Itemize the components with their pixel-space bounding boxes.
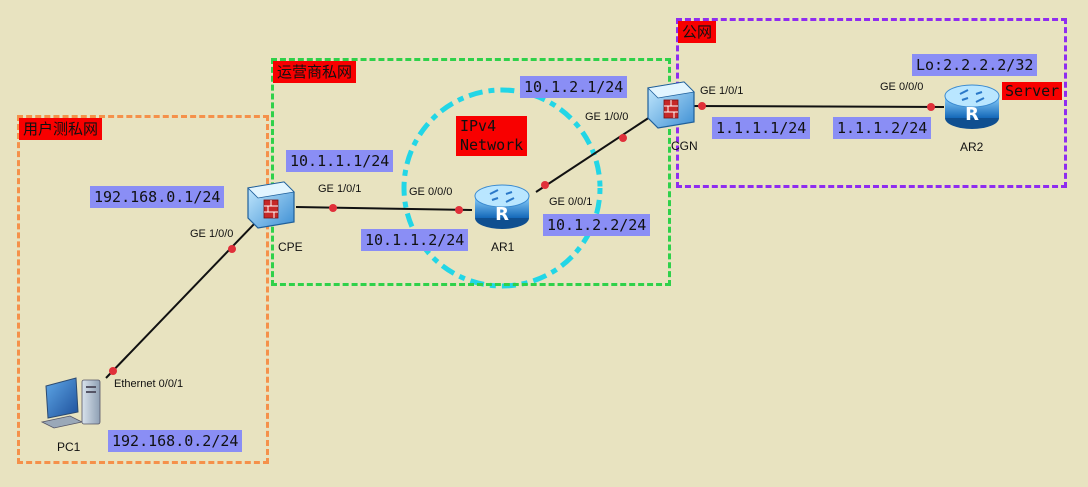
zone-isp-label: 运营商私网: [273, 61, 357, 83]
ip-label-cpe-wan: 10.1.1.1/24: [286, 150, 394, 172]
router-icon: R: [474, 184, 530, 229]
port-label-cgn-g100: GE 1/0/0: [585, 111, 629, 123]
svg-text:R: R: [965, 104, 979, 125]
firewall-icon: [247, 181, 295, 229]
port-label-cpe-g100: GE 1/0/0: [190, 228, 234, 240]
server-label: Server: [1002, 82, 1063, 100]
ipv4-network-line1: IPv4: [460, 117, 497, 135]
router-icon: R: [944, 84, 1000, 129]
zone-isp-private[interactable]: [271, 58, 671, 286]
cgn-name: CGN: [671, 139, 698, 153]
port-dot-cgn-g100: [619, 134, 627, 142]
port-label-ar1-g001: GE 0/0/1: [549, 196, 593, 208]
firewall-icon: [647, 81, 695, 129]
ip-label-pc1: 192.168.0.2/24: [108, 430, 243, 452]
port-label-cpe-g101: GE 1/0/1: [318, 183, 362, 195]
link-cgn-ar2[interactable]: [689, 105, 945, 108]
ipv4-network-label: IPv4 Network: [456, 116, 528, 156]
port-dot-ar1-g001: [541, 181, 549, 189]
svg-text:R: R: [495, 204, 509, 225]
port-dot-cpe-g100: [228, 245, 236, 253]
ip-label-ar1-g000: 10.1.1.2/24: [361, 229, 469, 251]
pc1-name: PC1: [57, 440, 81, 454]
ip-label-ar2-g000: 1.1.1.2/24: [833, 117, 932, 139]
link-ar1-cgn[interactable]: [535, 116, 651, 193]
port-label-ar1-g000: GE 0/0/0: [409, 186, 453, 198]
ip-label-cgn-g101: 1.1.1.1/24: [712, 117, 811, 139]
zone-public-label: 公网: [678, 21, 717, 43]
ip-label-cpe-lan: 192.168.0.1/24: [90, 186, 225, 208]
port-dot-ar2-g000: [927, 103, 935, 111]
ip-label-cgn-g100: 10.1.2.1/24: [520, 76, 628, 98]
cgn-device[interactable]: [640, 78, 700, 138]
cpe-device[interactable]: [240, 178, 300, 238]
port-label-pc1-eth: Ethernet 0/0/1: [114, 378, 184, 390]
port-dot-pc1: [109, 367, 117, 375]
port-dot-cpe-g101: [329, 204, 337, 212]
zone-user-private[interactable]: [17, 115, 269, 464]
computer-icon: [40, 377, 101, 429]
ar1-name: AR1: [491, 240, 515, 254]
zone-user-label: 用户测私网: [19, 118, 103, 140]
port-label-cgn-g101: GE 1/0/1: [700, 85, 744, 97]
port-dot-ar1-g000: [455, 206, 463, 214]
ipv4-network-circle: [401, 87, 603, 289]
port-dot-cgn-g101: [698, 102, 706, 110]
ipv4-network-line2: Network: [460, 136, 524, 154]
ip-label-ar2-loopback: Lo:2.2.2.2/32: [912, 54, 1038, 76]
cpe-name: CPE: [278, 240, 303, 254]
ip-label-ar1-g001: 10.1.2.2/24: [543, 214, 651, 236]
pc1-device[interactable]: [38, 372, 108, 436]
link-cpe-ar1[interactable]: [295, 206, 473, 211]
port-label-ar2-g000: GE 0/0/0: [880, 81, 924, 93]
zone-public[interactable]: [676, 18, 1067, 188]
ar2-name: AR2: [960, 140, 984, 154]
ar2-device[interactable]: R: [940, 78, 1004, 138]
ar1-device[interactable]: R: [470, 178, 534, 238]
